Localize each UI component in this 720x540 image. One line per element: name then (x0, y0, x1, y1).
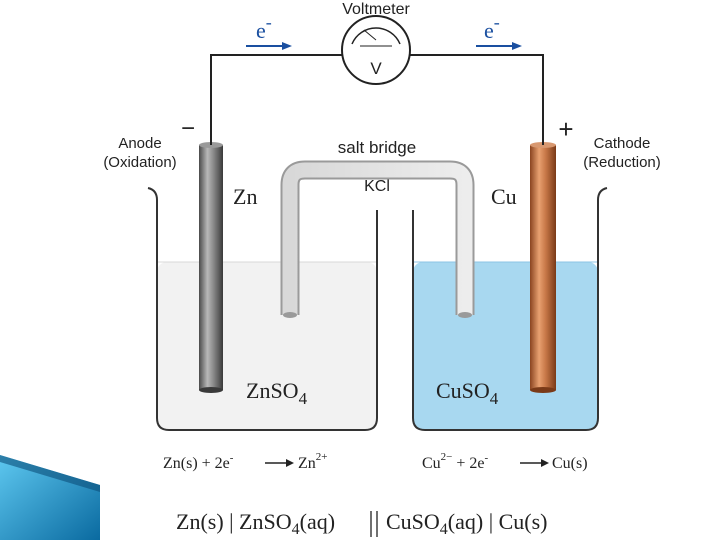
voltmeter-needle (363, 29, 377, 41)
cathode-sign: + (558, 114, 573, 144)
zn-label: Zn (233, 184, 257, 209)
salt-bridge (280, 160, 475, 318)
external-wire (210, 54, 544, 145)
voltmeter-symbol: V (370, 59, 382, 78)
anode-label: Anode (118, 135, 161, 152)
half-reaction-oxidation: Zn(s) + 2e- Zn2+ (163, 451, 328, 472)
electron-flow-right: e- (476, 12, 522, 50)
salt-bridge-label: salt bridge (338, 138, 416, 157)
zinc-electrode (199, 145, 223, 390)
anode-sign: − (181, 115, 195, 142)
cathode-label: Cathode (594, 135, 651, 152)
svg-text:Zn(s) | ZnSO4(aq): Zn(s) | ZnSO4(aq) (176, 509, 335, 538)
cuso4-label: CuSO4 (436, 378, 499, 408)
svg-text:CuSO4(aq) | Cu(s): CuSO4(aq) | Cu(s) (386, 509, 548, 538)
left-beaker (147, 187, 378, 431)
cathode-sublabel: (Reduction) (583, 154, 661, 171)
znso4-solution (157, 262, 377, 430)
svg-text:Cu(s): Cu(s) (552, 455, 588, 472)
svg-text:Cu2− + 2e-: Cu2− + 2e- (422, 451, 489, 472)
znso4-label: ZnSO4 (246, 378, 308, 408)
half-reaction-reduction: Cu2− + 2e- Cu(s) (422, 451, 588, 472)
voltmeter (341, 15, 411, 85)
kcl-label: KCl (364, 178, 390, 195)
voltmeter-label: Voltmeter (342, 1, 410, 18)
electron-flow-left: e- (246, 12, 292, 50)
right-beaker (412, 187, 608, 431)
corner-accent (0, 455, 100, 540)
anode-sublabel: (Oxidation) (103, 154, 176, 171)
svg-text:e-: e- (256, 12, 272, 43)
cu-label: Cu (491, 184, 517, 209)
svg-text:Zn2+: Zn2+ (298, 451, 328, 472)
cell-notation: Zn(s) | ZnSO4(aq) CuSO4(aq) | Cu(s) (176, 509, 548, 538)
svg-text:Zn(s) + 2e-: Zn(s) + 2e- (163, 452, 234, 472)
cuso4-solution (413, 262, 598, 430)
copper-electrode (530, 145, 556, 390)
svg-text:e-: e- (484, 12, 500, 43)
